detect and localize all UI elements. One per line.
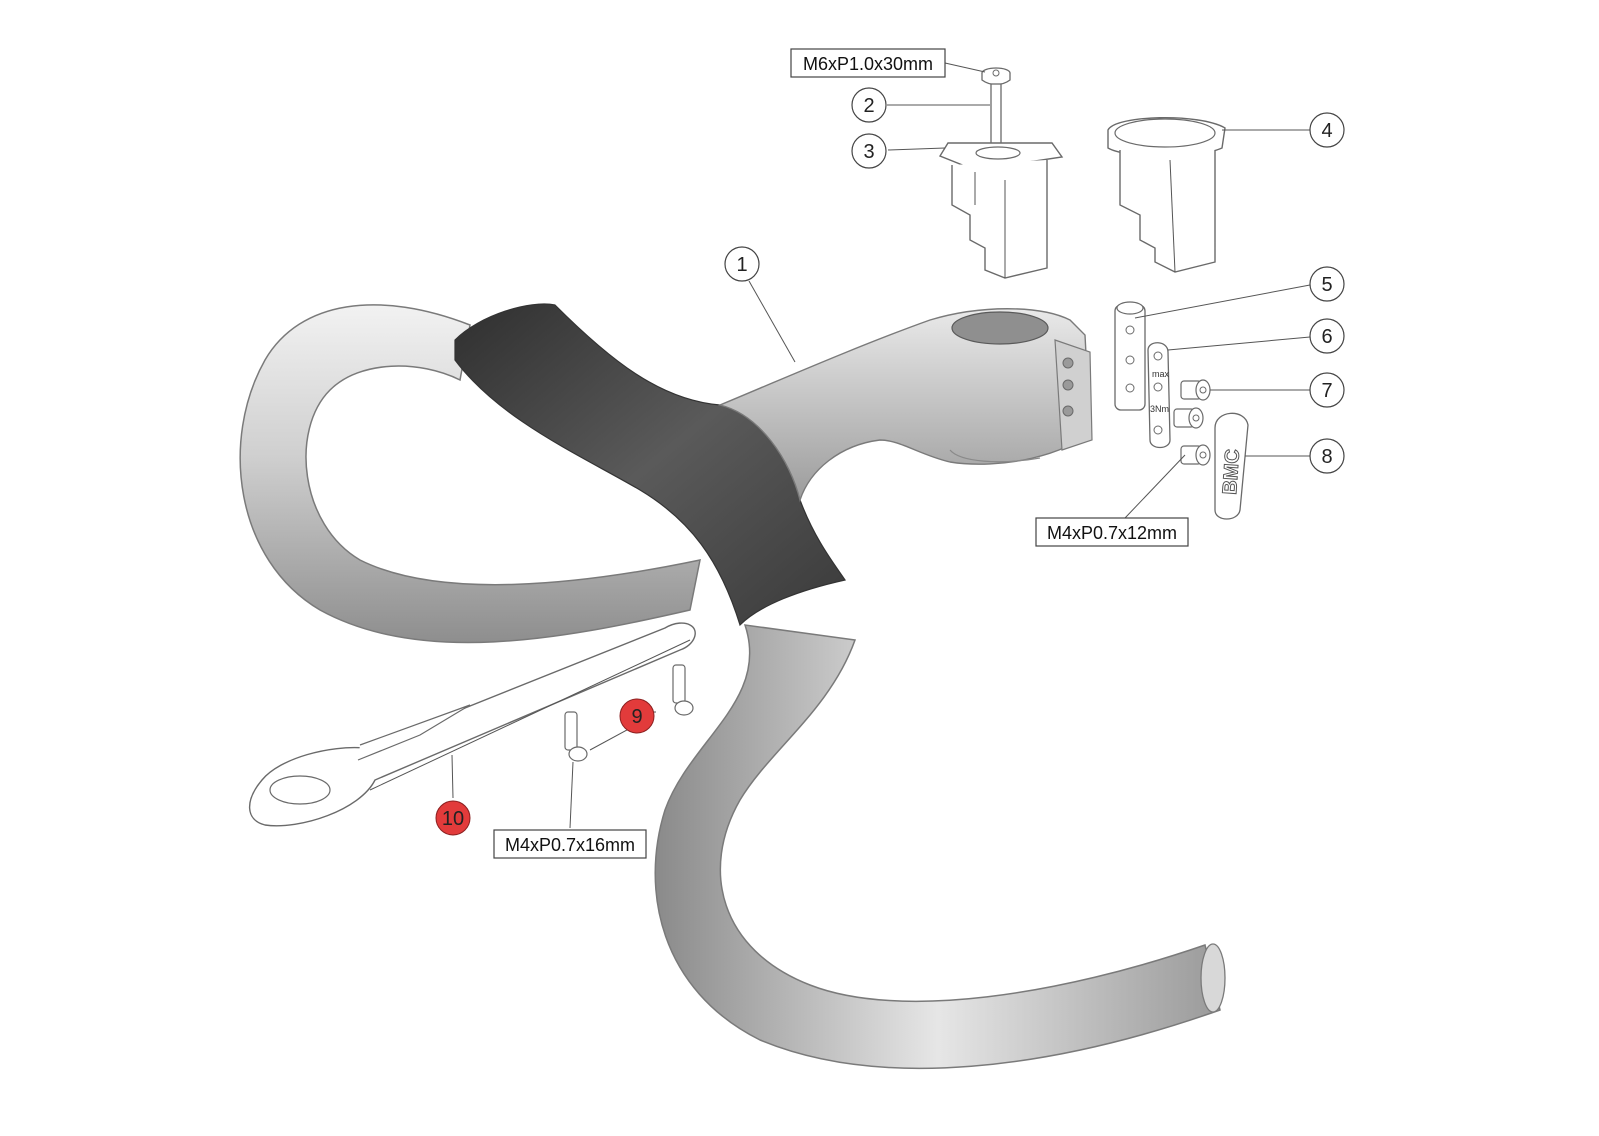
expander-plug xyxy=(938,142,1064,279)
right-drop-tube xyxy=(654,624,1221,1070)
stem-bolt-hole xyxy=(1062,379,1074,391)
computer-mount xyxy=(248,622,696,827)
svg-text:5: 5 xyxy=(1321,274,1332,296)
spec-label-mount-bolts: M4xP0.7x16mm xyxy=(493,829,647,859)
callout-3: 3 xyxy=(851,133,887,169)
svg-text:9: 9 xyxy=(631,706,642,728)
svg-text:6: 6 xyxy=(1321,326,1332,348)
left-drop-tube xyxy=(239,304,701,644)
svg-text:1: 1 xyxy=(736,254,747,276)
callout-5: 5 xyxy=(1309,266,1345,302)
spec-label-top-bolt: M6xP1.0x30mm xyxy=(790,48,946,78)
callout-9: 9 xyxy=(619,698,655,734)
stem-steerer-hole xyxy=(951,311,1049,345)
svg-text:M6xP1.0x30mm: M6xP1.0x30mm xyxy=(803,54,933,74)
cover-logo-text: BMC xyxy=(1219,448,1244,495)
handlebar-part xyxy=(239,303,1226,1070)
callout-2: 2 xyxy=(851,87,887,123)
svg-text:7: 7 xyxy=(1321,380,1332,402)
callout-1: 1 xyxy=(724,246,760,282)
plate-max-marking: max xyxy=(1152,369,1170,379)
stem-bolt-hole xyxy=(1062,357,1074,369)
torque-plate: max 3Nm xyxy=(1147,342,1171,449)
callout-8: 8 xyxy=(1309,438,1345,474)
svg-text:4: 4 xyxy=(1321,120,1332,142)
svg-text:8: 8 xyxy=(1321,446,1332,468)
mount-bolts xyxy=(564,664,694,762)
stem-bolt-hole xyxy=(1062,405,1074,417)
svg-text:M4xP0.7x12mm: M4xP0.7x12mm xyxy=(1047,523,1177,543)
svg-text:2: 2 xyxy=(863,95,874,117)
stem-underside-edge xyxy=(949,449,1041,463)
top-cover xyxy=(1107,117,1226,273)
top-cap-bolt xyxy=(981,67,1011,149)
leader-lines xyxy=(451,62,1311,829)
callout-6: 6 xyxy=(1309,318,1345,354)
faceplate-cover: BMC xyxy=(1214,412,1249,520)
callout-7: 7 xyxy=(1309,372,1345,408)
callout-10: 10 xyxy=(435,800,471,836)
plate-torque-marking: 3Nm xyxy=(1150,404,1169,414)
callout-4: 4 xyxy=(1309,112,1345,148)
svg-text:10: 10 xyxy=(442,808,464,830)
clamp-bolts xyxy=(1173,379,1211,466)
right-drop-end xyxy=(1200,943,1226,1013)
svg-text:3: 3 xyxy=(863,141,874,163)
stem-clamp-face xyxy=(1054,339,1093,451)
clamp-insert xyxy=(1114,301,1146,411)
spec-label-clamp-bolts: M4xP0.7x12mm xyxy=(1035,517,1189,547)
svg-text:M4xP0.7x16mm: M4xP0.7x16mm xyxy=(505,835,635,855)
bar-center-dark xyxy=(454,303,846,627)
